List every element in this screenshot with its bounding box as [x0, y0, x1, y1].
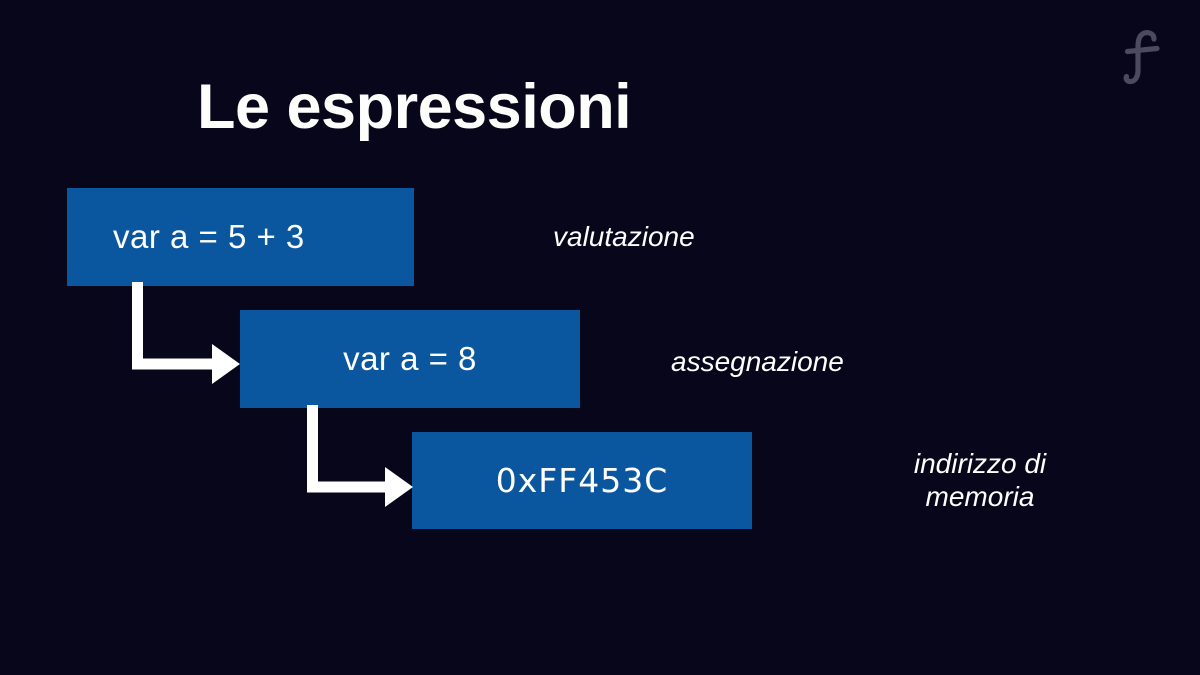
arrow-assignment-to-memory-address: [307, 405, 419, 507]
arrow-evaluation-to-assignment: [132, 282, 244, 384]
caption-memory-address: indirizzo di memoria: [913, 448, 1047, 513]
page-title: Le espressioni: [197, 72, 632, 142]
expression-box-memory-address: 0xFF453C: [412, 432, 752, 529]
expression-box-text: var a = 5 + 3: [113, 218, 305, 255]
expression-box-assignment: var a = 8: [240, 310, 580, 408]
script-f-logo: [1114, 26, 1170, 88]
expression-box-evaluation: var a = 5 + 3: [67, 188, 414, 286]
expression-box-text: 0xFF453C: [495, 461, 669, 500]
caption-evaluation: valutazione: [553, 221, 695, 252]
expression-box-text: var a = 8: [343, 340, 477, 377]
caption-assignment: assegnazione: [671, 346, 844, 377]
